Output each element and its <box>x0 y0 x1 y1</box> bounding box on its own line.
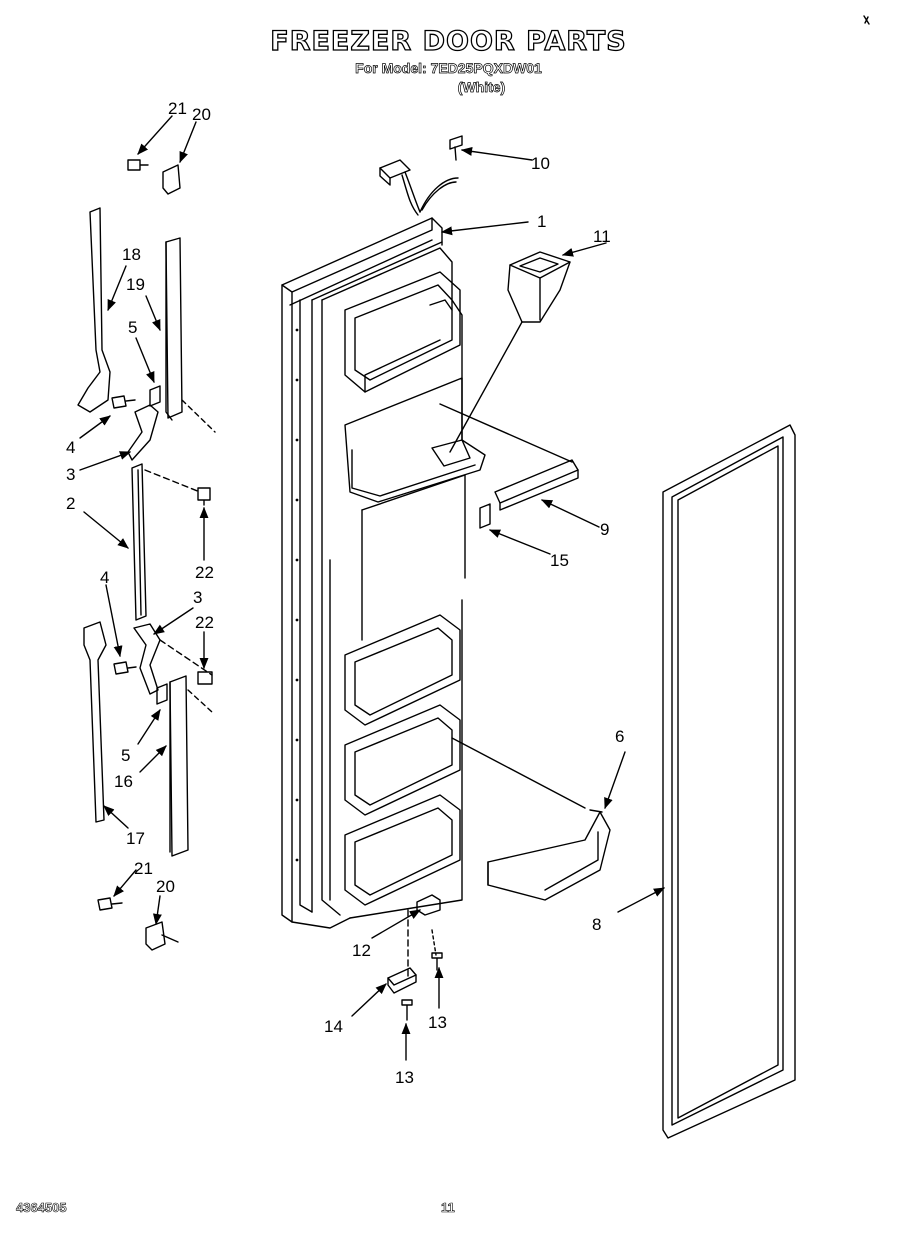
callout-20-bottom: 20 <box>156 877 175 896</box>
callout-20-top: 20 <box>192 105 211 124</box>
door-bin <box>451 737 611 901</box>
door-gasket <box>662 424 796 1139</box>
callout-19: 19 <box>126 275 145 294</box>
callout-5-bottom: 5 <box>121 746 130 765</box>
bottom-hinge-parts <box>387 894 443 1021</box>
color-line: (White) <box>457 79 506 96</box>
callout-8: 8 <box>592 915 601 934</box>
callout-18: 18 <box>122 245 141 264</box>
callout-13-right: 13 <box>428 1013 447 1032</box>
callout-21-top: 21 <box>168 99 187 118</box>
flange-rivets <box>295 328 299 862</box>
freezer-door-liner <box>281 217 486 929</box>
callout-16: 16 <box>114 772 133 791</box>
callout-3-top: 3 <box>66 465 75 484</box>
leader-arrows <box>79 115 665 1061</box>
callout-12: 12 <box>352 941 371 960</box>
callout-15: 15 <box>550 551 569 570</box>
page-title: FREEZER DOOR PARTS <box>270 25 627 57</box>
callout-2: 2 <box>66 494 75 513</box>
callout-4-bottom: 4 <box>100 568 109 587</box>
callout-14: 14 <box>324 1017 343 1036</box>
clip-15 <box>479 503 491 529</box>
callout-labels: 21 20 10 1 11 18 19 5 4 3 2 22 4 3 22 5 … <box>66 99 624 1087</box>
wiring-harness <box>379 159 459 216</box>
page-number: 11 <box>441 1200 455 1216</box>
screw-10 <box>449 135 463 161</box>
callout-9: 9 <box>600 520 609 539</box>
callout-17: 17 <box>126 829 145 848</box>
doc-number: 4364505 <box>16 1200 67 1216</box>
callout-5-top: 5 <box>128 318 137 337</box>
corner-mark <box>863 15 870 25</box>
left-hardware <box>77 159 216 951</box>
callout-22-top: 22 <box>195 563 214 582</box>
model-line: For Model: 7ED25PQXDW01 <box>355 60 542 77</box>
callout-10: 10 <box>531 154 550 173</box>
callout-1: 1 <box>537 212 546 231</box>
callout-21-bottom: 21 <box>134 859 153 878</box>
dispenser-chute <box>431 251 571 467</box>
callout-11: 11 <box>593 227 611 246</box>
callout-4-top: 4 <box>66 438 75 457</box>
shelf-trim <box>439 403 579 511</box>
callout-13-bottom: 13 <box>395 1068 414 1087</box>
callout-22-bottom: 22 <box>195 613 214 632</box>
callout-3-bottom: 3 <box>193 588 202 607</box>
callout-6: 6 <box>615 727 624 746</box>
